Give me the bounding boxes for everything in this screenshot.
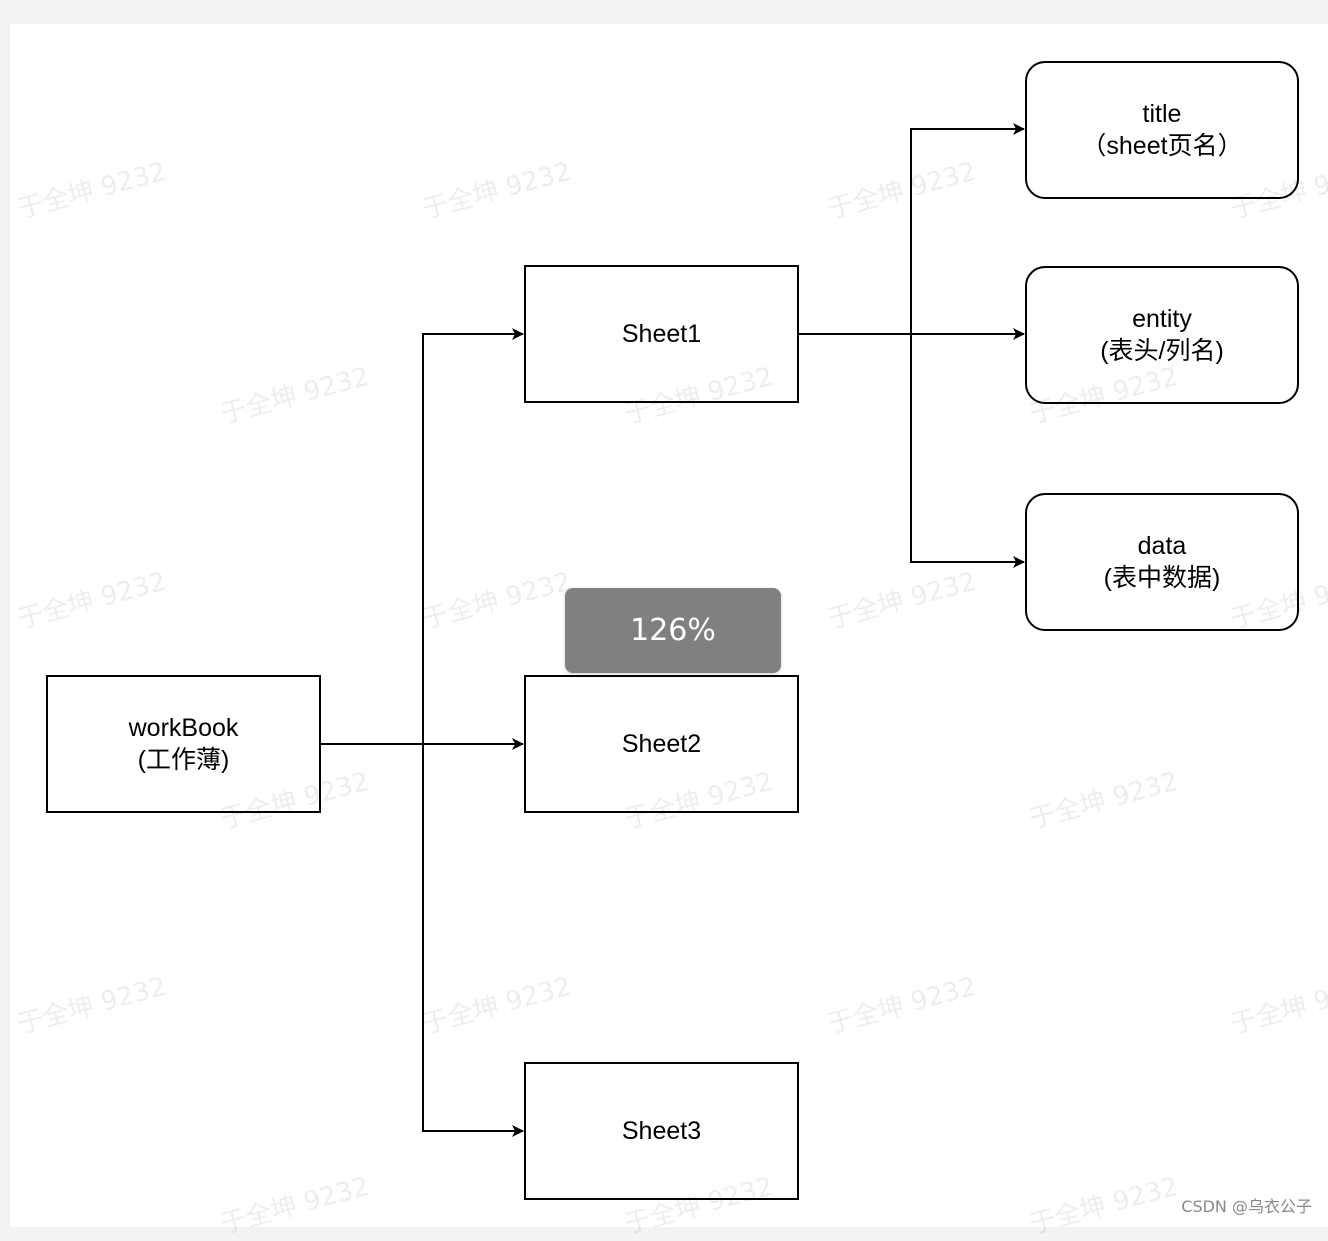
edge-sheet1-title — [798, 129, 1024, 334]
node-sheet1[interactable]: Sheet1 — [524, 265, 799, 403]
credit-text: CSDN @乌衣公子 — [1181, 1193, 1312, 1217]
edge-workbook-sheet1 — [320, 334, 523, 744]
node-sheet2[interactable]: Sheet2 — [524, 675, 799, 813]
node-title-name: title — [1143, 98, 1182, 130]
edge-workbook-sheet3 — [320, 744, 523, 1131]
node-data-subtitle: (表中数据) — [1104, 562, 1221, 594]
node-data[interactable]: data (表中数据) — [1025, 493, 1299, 631]
edge-sheet1-data — [798, 334, 1024, 562]
node-sheet1-label: Sheet1 — [622, 318, 701, 350]
node-entity-name: entity — [1132, 303, 1192, 335]
node-entity[interactable]: entity (表头/列名) — [1025, 266, 1299, 404]
zoom-level-badge: 126% — [565, 588, 781, 673]
node-workbook-subtitle: (工作薄) — [138, 744, 230, 776]
node-data-name: data — [1138, 530, 1187, 562]
node-workbook[interactable]: workBook (工作薄) — [46, 675, 321, 813]
node-sheet2-label: Sheet2 — [622, 728, 701, 760]
node-workbook-name: workBook — [129, 712, 239, 744]
node-title[interactable]: title （sheet页名） — [1025, 61, 1299, 199]
node-title-subtitle: （sheet页名） — [1081, 130, 1242, 162]
node-sheet3[interactable]: Sheet3 — [524, 1062, 799, 1200]
node-entity-subtitle: (表头/列名) — [1100, 335, 1224, 367]
node-sheet3-label: Sheet3 — [622, 1115, 701, 1147]
